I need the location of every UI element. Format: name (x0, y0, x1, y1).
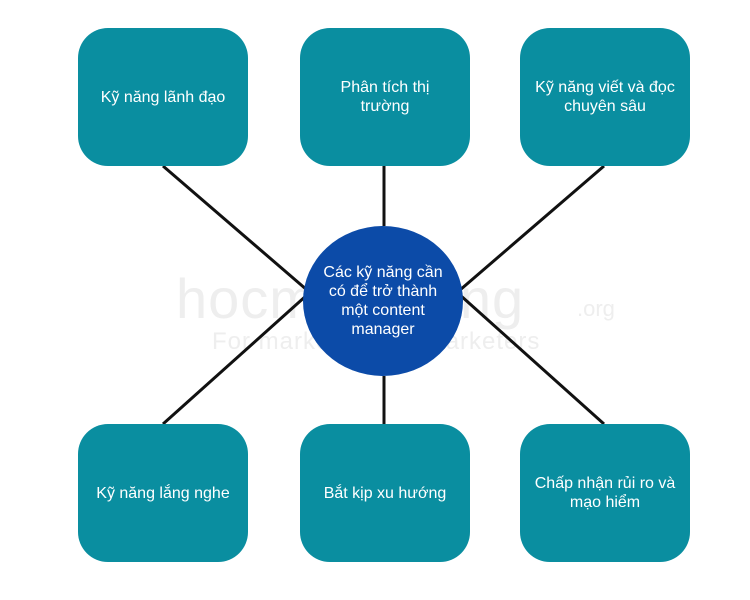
skill-node-label: Phân tích thị trường (340, 79, 430, 115)
connector-bottom-right (458, 293, 606, 426)
skill-node-label: Bắt kịp xu hướng (323, 484, 447, 502)
skill-node-risk-taking: Chấp nhận rủi ro và mạo hiểm (520, 424, 690, 562)
watermark-domain: .org (577, 296, 615, 321)
connector-top-right (459, 164, 605, 292)
skill-node-label: Kỹ năng viết và đọc chuyên sâu (535, 79, 675, 115)
connector-bottom-left (161, 293, 309, 426)
skill-node-listening: Kỹ năng lắng nghe (78, 424, 248, 562)
skill-node-label: Kỹ năng lắng nghe (96, 484, 230, 502)
center-node-label: Các kỹ năng cần có để trở thành một cont… (323, 264, 443, 338)
skill-node-trends: Bắt kịp xu hướng (300, 424, 470, 562)
connector-top-left (162, 164, 308, 292)
center-node: Các kỹ năng cần có để trở thành một cont… (303, 226, 463, 376)
skill-node-writing-reading: Kỹ năng viết và đọc chuyên sâu (520, 28, 690, 166)
skill-node-leadership: Kỹ năng lãnh đạo (78, 28, 248, 166)
skill-node-label: Chấp nhận rủi ro và mạo hiểm (534, 475, 676, 511)
skill-node-label: Kỹ năng lãnh đạo (100, 88, 226, 106)
skill-node-market-analysis: Phân tích thị trường (300, 28, 470, 166)
